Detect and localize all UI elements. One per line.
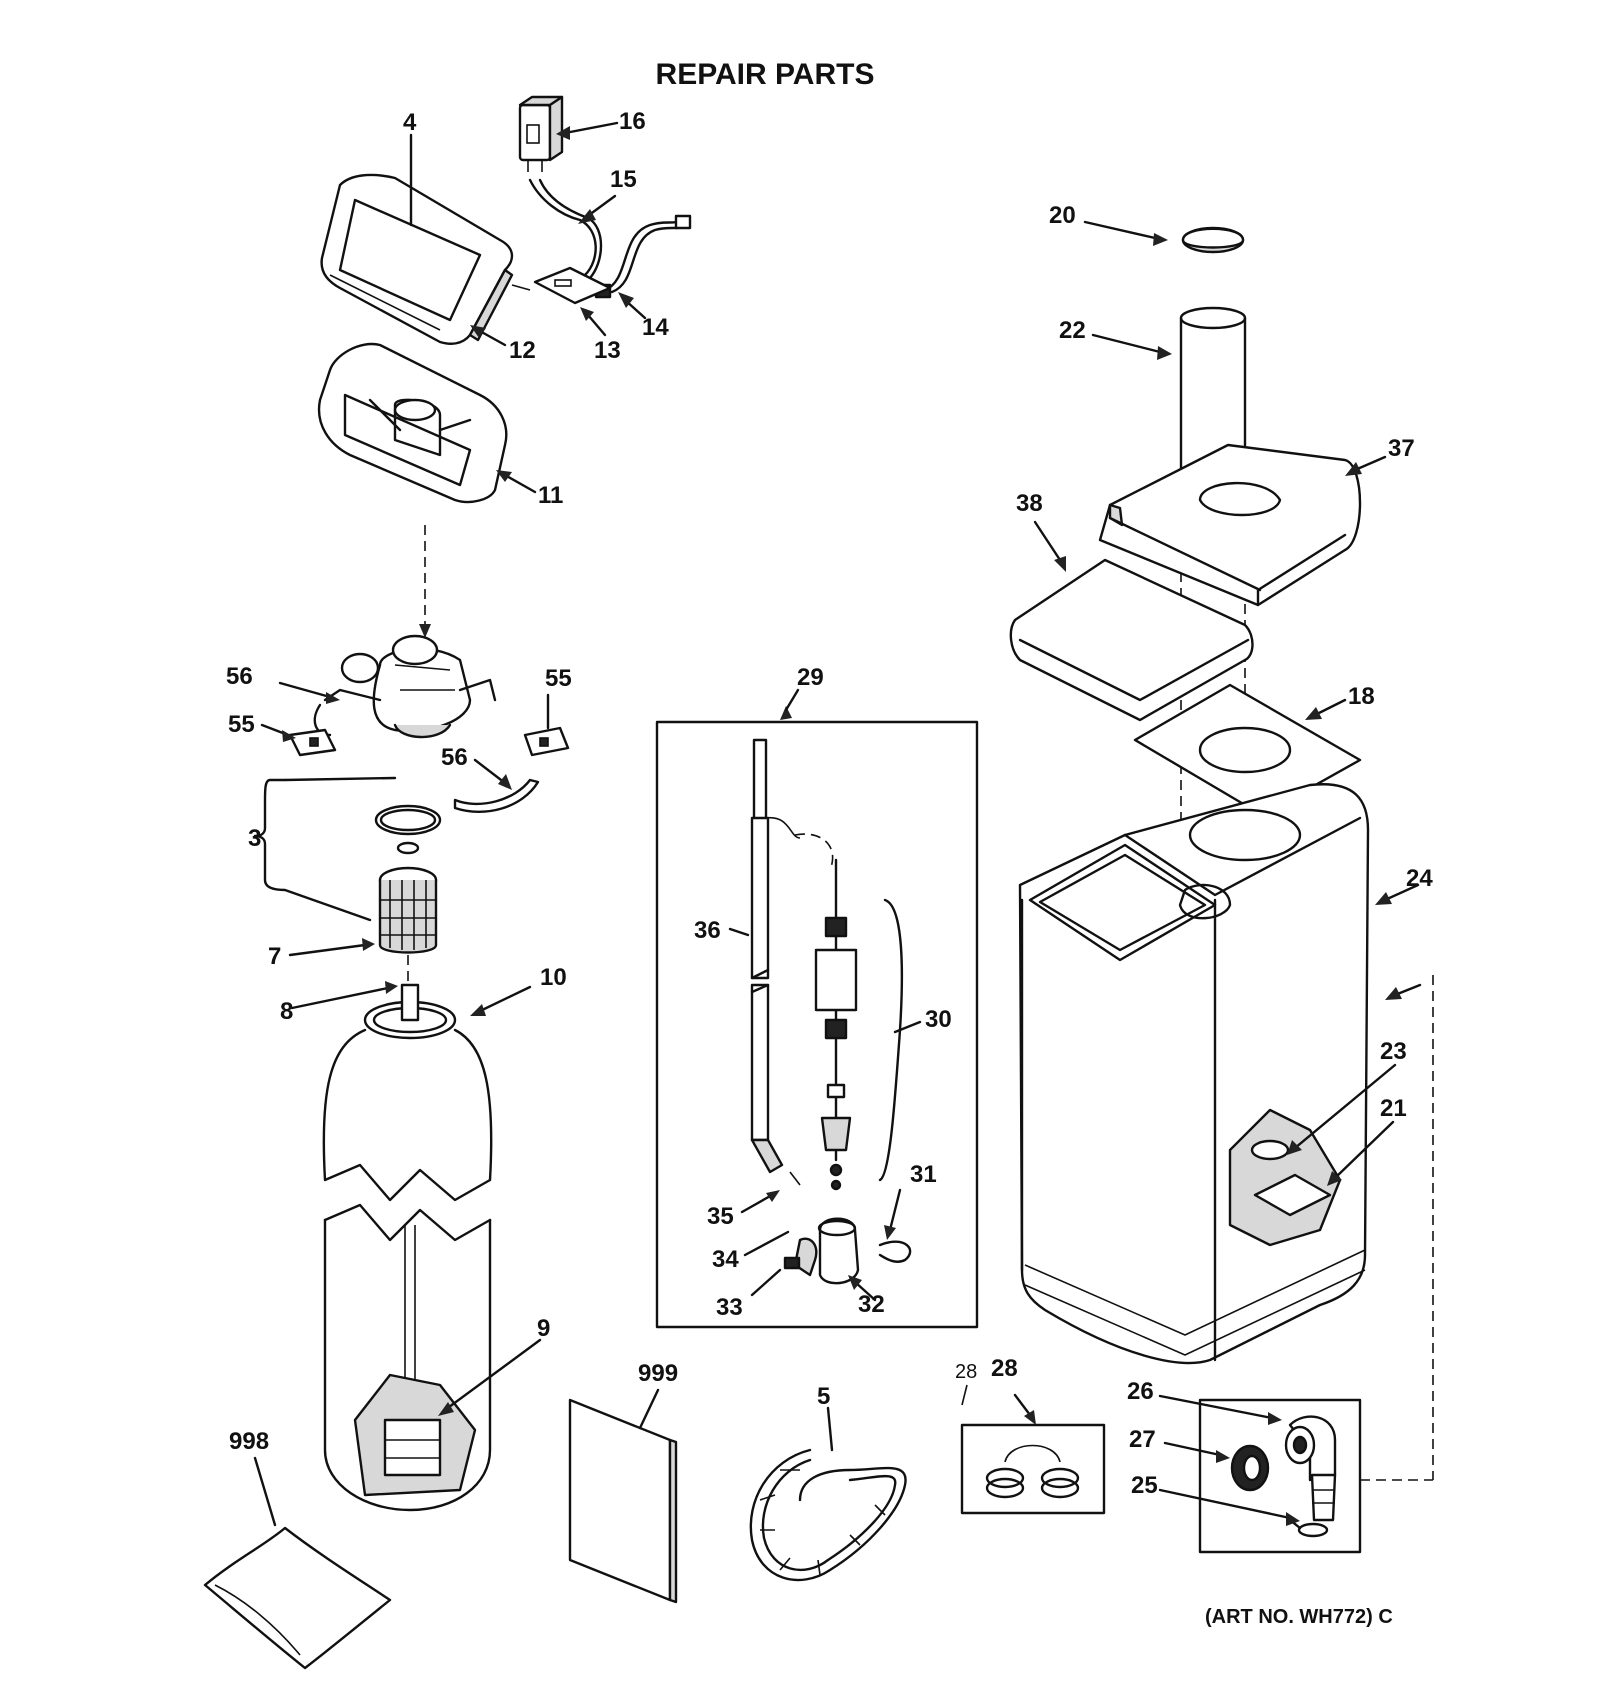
callout-24: 24 (1406, 865, 1433, 892)
part-24-cabinet (1018, 783, 1370, 1365)
callout-33: 33 (716, 1294, 743, 1321)
callout-23: 23 (1380, 1038, 1407, 1065)
callout-32: 32 (858, 1291, 885, 1318)
callout-16: 16 (619, 108, 646, 135)
callout-56-b: 56 (441, 744, 468, 771)
callout-4: 4 (403, 109, 417, 136)
callout-998: 998 (229, 1428, 270, 1455)
part-18-gasket (1133, 683, 1362, 817)
part-55-clip-b (523, 726, 570, 757)
callout-55-b: 55 (545, 665, 572, 692)
callout-56-a: 56 (226, 663, 253, 690)
callout-21: 21 (1380, 1095, 1407, 1122)
art-number: (ART NO. WH772) C (1205, 1606, 1393, 1628)
callout-13: 13 (594, 337, 621, 364)
callout-12: 12 (509, 337, 536, 364)
part-valve-body (323, 634, 497, 739)
part-999-manual (568, 1398, 678, 1604)
part-28-clamps (985, 1444, 1080, 1499)
callout-26: 26 (1127, 1378, 1154, 1405)
part-20-cap (1181, 226, 1245, 254)
callout-35: 35 (707, 1203, 734, 1230)
part-33-clip (783, 1256, 801, 1270)
callout-27: 27 (1129, 1426, 1156, 1453)
callout-20: 20 (1049, 202, 1076, 229)
part-38-salt-lid (1009, 558, 1254, 722)
callout-28-small: 28 (955, 1361, 978, 1383)
part-7-piston (378, 866, 438, 954)
part-3-seal-kit (253, 776, 442, 922)
callout-31: 31 (910, 1161, 937, 1188)
callout-22: 22 (1059, 317, 1086, 344)
callout-30: 30 (925, 1006, 952, 1033)
callout-8: 8 (280, 998, 294, 1025)
callout-18: 18 (1348, 683, 1375, 710)
callout-11: 11 (538, 482, 564, 509)
part-10-tank (322, 983, 493, 1512)
part-26-elbow-box (1198, 1398, 1362, 1554)
part-29-brine-valve-box (655, 720, 979, 1329)
part-28-clamp-box (960, 1423, 1106, 1515)
part-15-cable (528, 178, 603, 280)
part-998-resin-bag (203, 1526, 392, 1670)
part-14-cable (594, 214, 692, 299)
callout-29: 29 (797, 664, 824, 691)
part-12-cover (320, 173, 514, 345)
callout-34: 34 (712, 1246, 739, 1273)
page-title: REPAIR PARTS (655, 58, 875, 91)
callout-37: 37 (1388, 435, 1415, 462)
part-26-elbow (1284, 1415, 1337, 1522)
callout-7: 7 (268, 943, 282, 970)
callout-999: 999 (638, 1360, 679, 1387)
part-56-clip-b (453, 778, 540, 813)
part-37-lid (1098, 443, 1362, 607)
callout-10: 10 (540, 964, 567, 991)
part-36-brine-tube (750, 738, 834, 1174)
callout-5: 5 (817, 1383, 831, 1410)
callout-15: 15 (610, 166, 637, 193)
part-31-clip (878, 1240, 912, 1263)
part-13-circuit-board (533, 266, 612, 305)
callout-9: 9 (537, 1315, 551, 1342)
callout-3: 3 (248, 825, 262, 852)
part-16-transformer (518, 95, 564, 172)
part-32-brine-valve-body (793, 1217, 860, 1285)
callout-55-a: 55 (228, 711, 255, 738)
callout-14: 14 (642, 314, 669, 341)
part-11-housing (317, 342, 508, 504)
callout-28: 28 (991, 1355, 1018, 1382)
callout-25: 25 (1131, 1472, 1158, 1499)
part-5-drain-hose (749, 1448, 907, 1582)
part-27-nut (1230, 1444, 1270, 1492)
callout-36: 36 (694, 917, 721, 944)
callout-38: 38 (1016, 490, 1043, 517)
part-30-float-assembly (814, 858, 904, 1191)
part-55-clip-a (288, 728, 337, 757)
